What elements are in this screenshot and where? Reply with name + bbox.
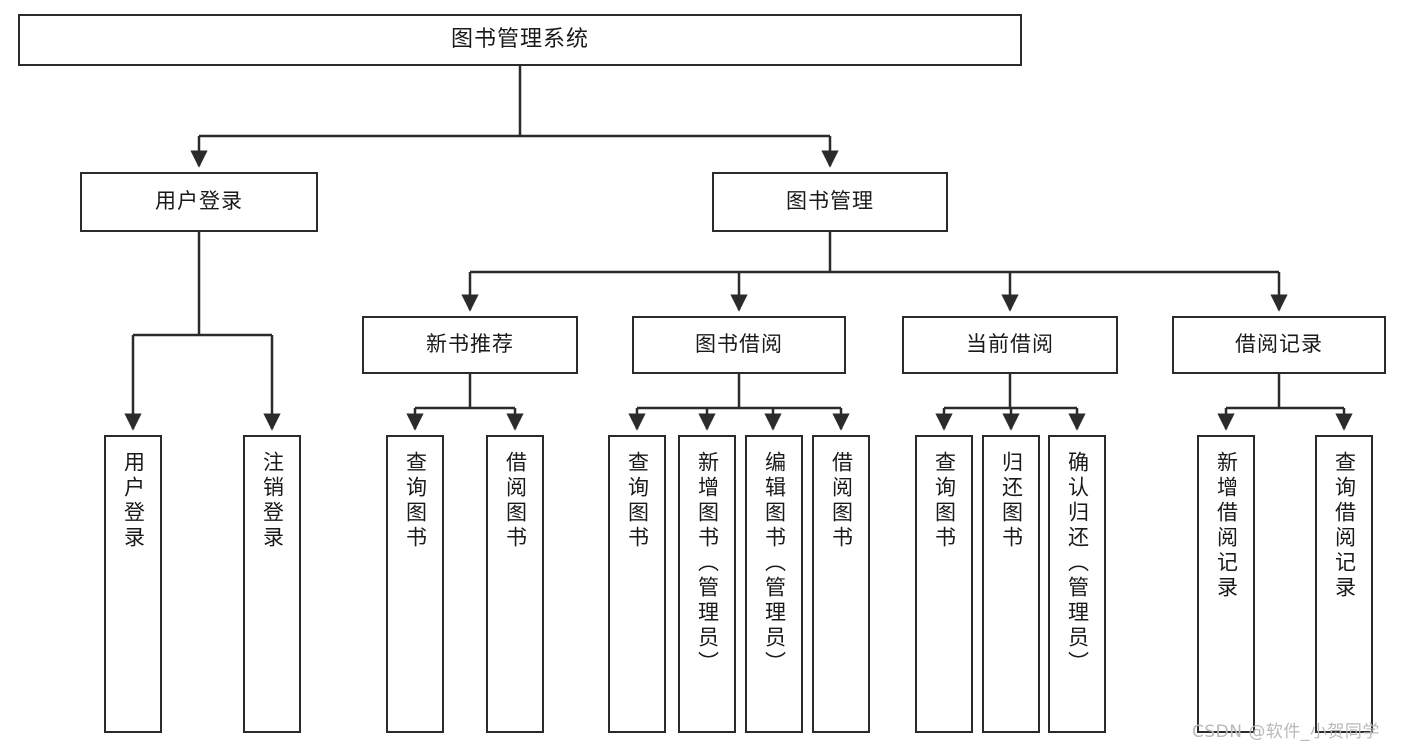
leaf-label: 借阅图书 [503,451,528,551]
leaf-label: 新增图书（管理员） [695,451,720,676]
node-leaf-query-book-current[interactable]: 查询图书 [915,435,973,733]
csdn-watermark: CSDN @软件_小贺同学 [1192,722,1380,742]
node-leaf-query-book[interactable]: 查询图书 [608,435,666,733]
node-leaf-query-borrow-record[interactable]: 查询借阅记录 [1315,435,1373,733]
node-leaf-borrow-book-recommend[interactable]: 借阅图书 [486,435,544,733]
node-user-login[interactable]: 用户登录 [80,172,318,232]
node-root-system[interactable]: 图书管理系统 [18,14,1022,66]
node-leaf-user-logout[interactable]: 注销登录 [243,435,301,733]
leaf-label: 确认归还（管理员） [1065,451,1090,676]
leaf-label: 借阅图书 [829,451,854,551]
node-leaf-user-login[interactable]: 用户登录 [104,435,162,733]
node-leaf-query-book-recommend[interactable]: 查询图书 [386,435,444,733]
leaf-label: 查询借阅记录 [1332,451,1357,601]
leaf-label: 编辑图书（管理员） [762,451,787,676]
node-leaf-add-book-admin[interactable]: 新增图书（管理员） [678,435,736,733]
leaf-label: 新增借阅记录 [1214,451,1239,601]
node-new-book-recommendation[interactable]: 新书推荐 [362,316,578,374]
leaf-label: 查询图书 [403,451,428,551]
node-book-borrow[interactable]: 图书借阅 [632,316,846,374]
node-leaf-confirm-return-admin[interactable]: 确认归还（管理员） [1048,435,1106,733]
leaf-label: 查询图书 [625,451,650,551]
node-borrow-record[interactable]: 借阅记录 [1172,316,1386,374]
leaf-label: 归还图书 [999,451,1024,551]
leaf-label: 查询图书 [932,451,957,551]
node-leaf-return-book[interactable]: 归还图书 [982,435,1040,733]
node-leaf-edit-book-admin[interactable]: 编辑图书（管理员） [745,435,803,733]
node-current-borrow[interactable]: 当前借阅 [902,316,1118,374]
leaf-label: 注销登录 [260,451,285,551]
node-book-manage[interactable]: 图书管理 [712,172,948,232]
leaf-label: 用户登录 [121,451,146,551]
node-leaf-borrow-book[interactable]: 借阅图书 [812,435,870,733]
node-leaf-add-borrow-record[interactable]: 新增借阅记录 [1197,435,1255,733]
